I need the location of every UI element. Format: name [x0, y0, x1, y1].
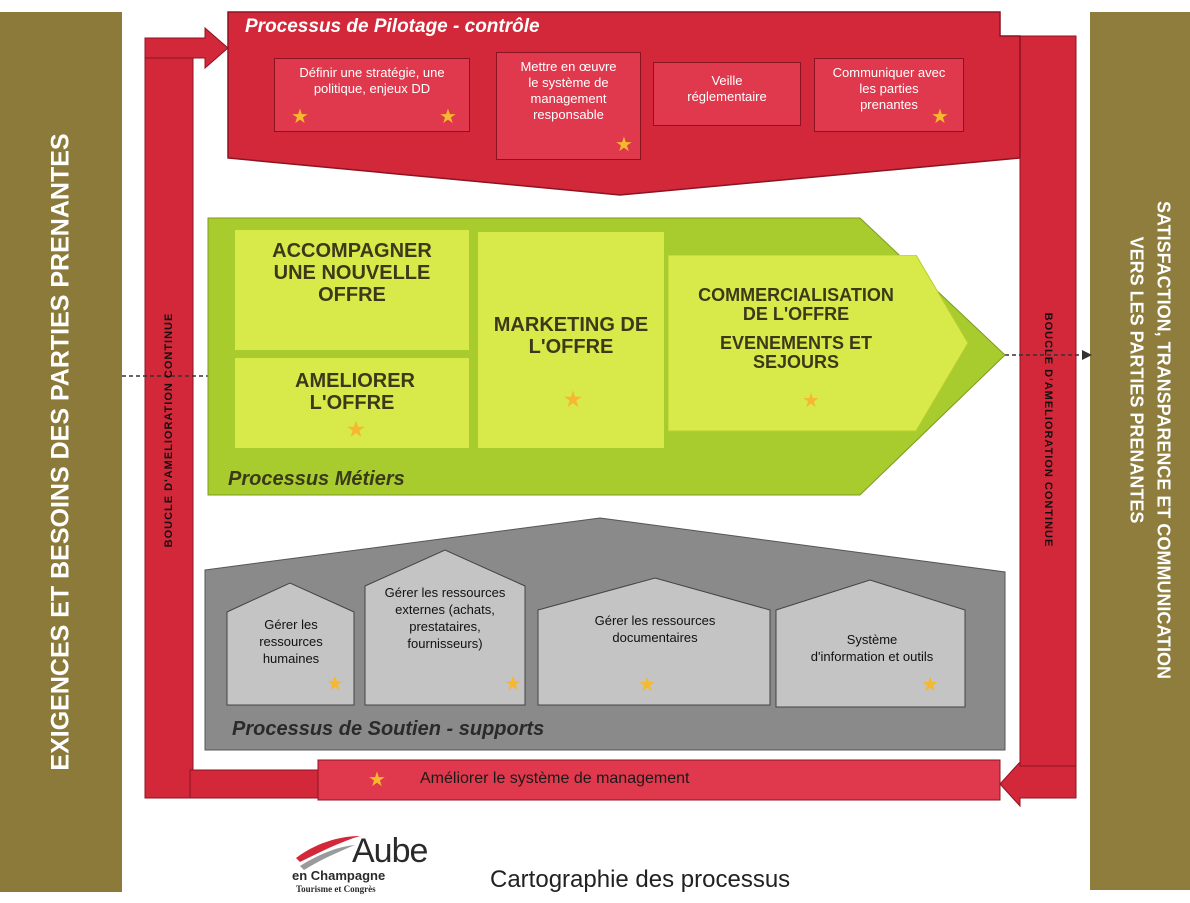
star-icon: ★ — [439, 106, 457, 128]
star-icon: ★ — [802, 390, 820, 412]
house-2 — [364, 549, 526, 706]
pilotage-box-communiquer: Communiquer avec les parties prenantes ★ — [814, 58, 964, 132]
house-1 — [226, 582, 355, 706]
metier-commercialisation: COMMERCIALISATION DE L'OFFRE EVENEMENTS … — [672, 286, 920, 372]
logo-swoosh-2 — [300, 845, 355, 870]
metier-commercialisation-shape — [668, 255, 969, 432]
metier-accompagner: ACCOMPAGNER UNE NOUVELLE OFFRE — [235, 230, 469, 350]
logo-swoosh — [296, 836, 360, 862]
right-banner — [1090, 12, 1190, 890]
loop-right-label: BOUCLE D'AMELIORATION CONTINUE — [1042, 312, 1054, 548]
metier-evenements-label: EVENEMENTS ET SEJOURS — [719, 333, 873, 372]
loop-bottom-arrow — [999, 760, 1077, 808]
soutien-title: Processus de Soutien - supports — [232, 718, 545, 740]
house-4 — [775, 579, 966, 708]
star-icon: ★ — [931, 106, 949, 128]
loop-bottom-bar — [189, 769, 321, 799]
caption: Cartographie des processus — [490, 866, 791, 893]
pilotage-box-veille: Veille réglementaire — [653, 62, 801, 126]
loop-top-arrow — [144, 26, 229, 70]
star-icon: ★ — [347, 419, 365, 441]
metiers-title: Processus Métiers — [228, 468, 405, 490]
pilotage-box-veille-label: Veille réglementaire — [687, 73, 767, 104]
star-icon: ★ — [638, 674, 656, 696]
loop-right-bar — [1019, 35, 1077, 799]
star-icon: ★ — [615, 134, 633, 156]
star-icon: ★ — [504, 673, 522, 695]
pilotage-box-strategie: Définir une stratégie, une politique, en… — [274, 58, 470, 132]
soutien-rh-label: Gérer les ressources humaines — [259, 617, 323, 666]
loop-left-label: BOUCLE D'AMELIORATION CONTINUE — [163, 312, 175, 548]
house-3 — [537, 577, 771, 706]
logo-line3: Tourisme et Congrès — [296, 884, 376, 894]
logo-name: Aube — [352, 832, 428, 870]
metier-marketing: MARKETING DE L'OFFRE ★ — [478, 232, 664, 448]
star-icon: ★ — [326, 673, 344, 695]
metier-ameliorer: AMELIORER L'OFFRE ★ — [235, 358, 469, 448]
pilotage-box-systeme: Mettre en œuvre le système de management… — [496, 52, 641, 160]
loop-left-bar — [144, 37, 194, 799]
bottom-bar-label: Améliorer le système de management — [420, 770, 690, 787]
metier-ameliorer-label: AMELIORER L'OFFRE — [295, 370, 415, 414]
pilotage-title: Processus de Pilotage - contrôle — [245, 16, 540, 37]
star-icon: ★ — [368, 769, 386, 791]
star-icon: ★ — [921, 674, 939, 696]
soutien-externes-label: Gérer les ressources externes (achats, p… — [384, 585, 506, 651]
soutien-documentaires-label: Gérer les ressources documentaires — [594, 613, 716, 645]
soutien-si-label: Système d'information et outils — [810, 632, 934, 664]
logo-line2: en Champagne — [292, 868, 386, 883]
pilotage-box-strategie-label: Définir une stratégie, une politique, en… — [299, 65, 445, 96]
pilotage-box-communiquer-label: Communiquer avec les parties prenantes — [832, 65, 946, 112]
metier-accompagner-label: ACCOMPAGNER UNE NOUVELLE OFFRE — [272, 240, 432, 306]
bottom-management-bar — [317, 759, 1001, 801]
pilotage-box-systeme-label: Mettre en œuvre le système de management… — [520, 59, 617, 122]
star-icon: ★ — [564, 389, 582, 411]
metier-marketing-label: MARKETING DE L'OFFRE — [493, 314, 649, 358]
star-icon: ★ — [291, 106, 309, 128]
metier-commercialisation-label: COMMERCIALISATION DE L'OFFRE — [698, 285, 894, 324]
right-dashed-arrowhead — [1082, 350, 1092, 360]
left-banner: EXIGENCES ET BESOINS DES PARTIES PRENANT… — [0, 12, 122, 892]
